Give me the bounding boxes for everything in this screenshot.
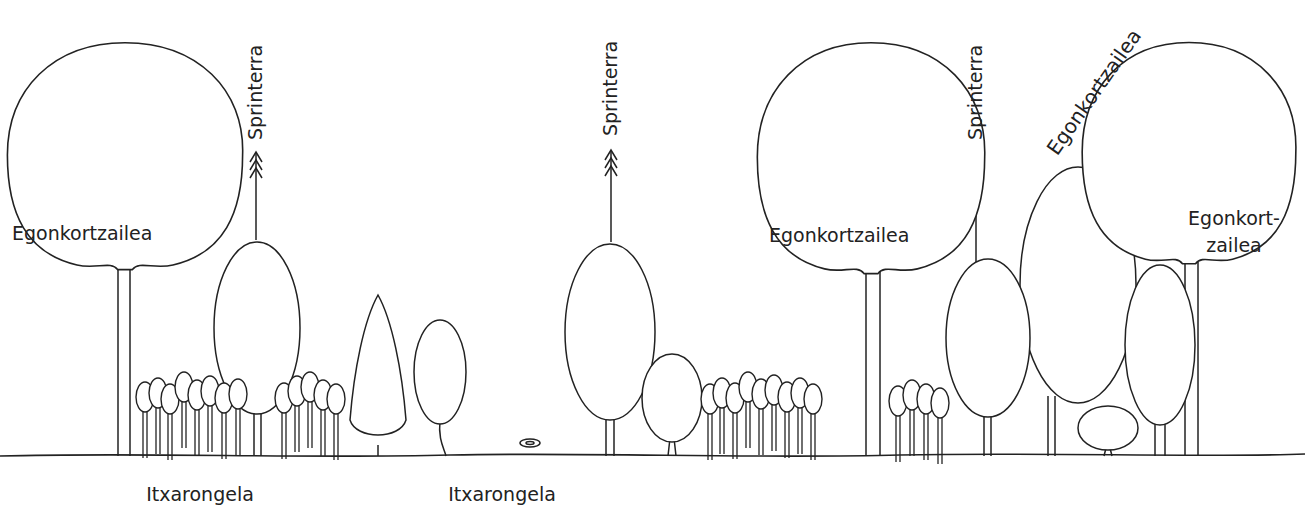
rotated-label: Sprinterra	[245, 44, 268, 139]
ground-label: Itxarongela	[448, 483, 556, 506]
tree-label: Egonkortzailea	[769, 222, 909, 250]
rotated-label: Sprinterra	[600, 40, 623, 135]
tree-label: Egonkort- zailea	[1180, 205, 1288, 260]
tree-crown: Egonkortzailea	[755, 38, 987, 276]
tree-crown: Egonkortzailea	[5, 38, 245, 272]
rotated-label: Sprinterra	[965, 44, 988, 139]
ground-label: Itxarongela	[146, 483, 254, 506]
tree-label: Egonkortzailea	[12, 220, 152, 248]
